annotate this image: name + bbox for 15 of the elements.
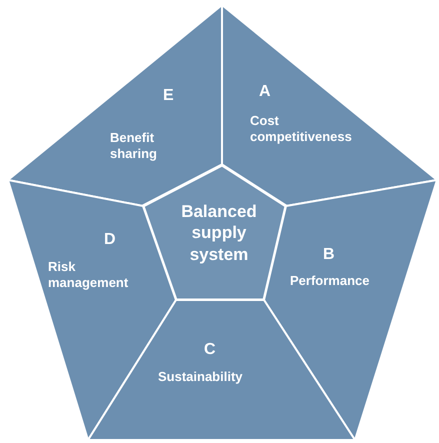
segment-letter: D [104,230,117,250]
segment-label: Sustainability [158,369,244,386]
segment-letter: A [259,82,272,102]
segment-letter: E [163,86,175,106]
segment-label: Performance [290,273,370,290]
center-label: Balanced supply system [180,201,258,265]
pentagon-segment [264,180,437,440]
pentagon-segment [8,5,222,206]
segment-label: Benefit sharing [110,130,158,162]
segment-letter: B [323,245,336,265]
segment-label: Cost competitiveness [250,113,353,146]
segment-label: Risk management [48,259,130,292]
pentagon-segment [222,5,437,206]
segment-letter: C [204,340,217,360]
pentagon-segment [88,300,355,440]
